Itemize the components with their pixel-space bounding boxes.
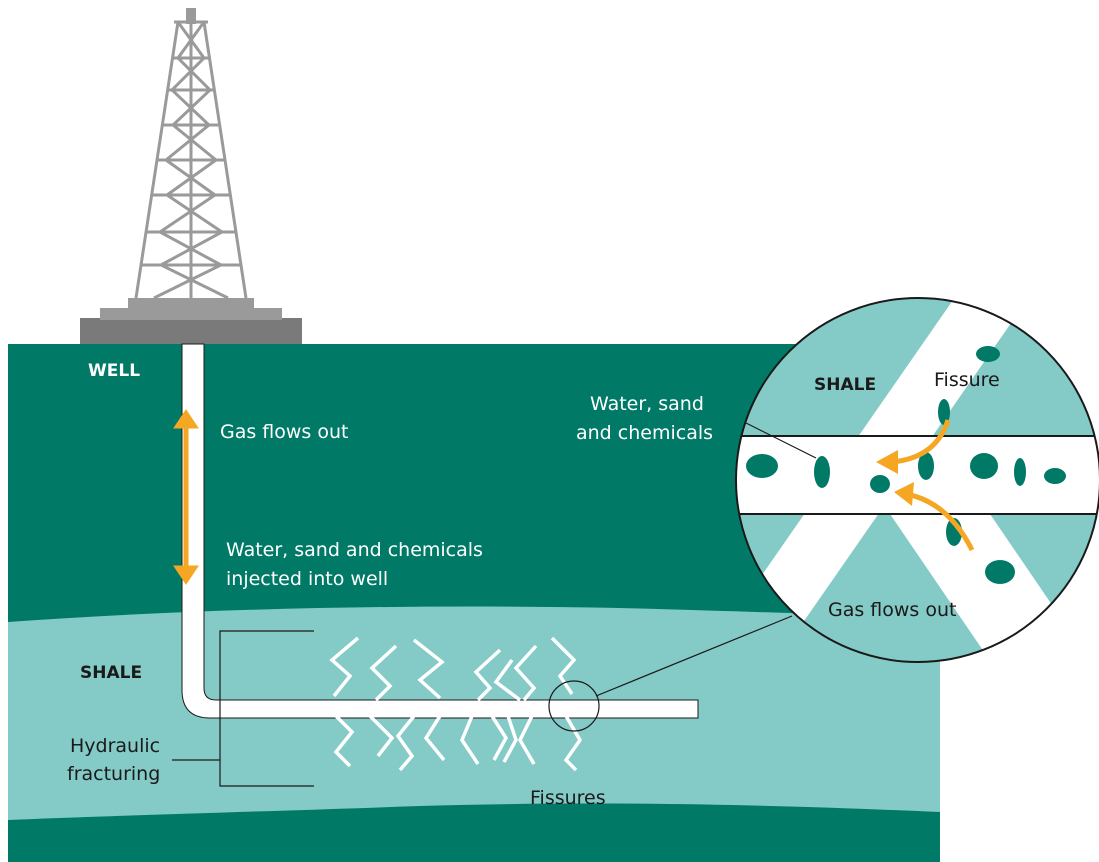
- curved-arrow-icon: [876, 419, 975, 552]
- inset-gas-flows-out-label: Gas flows out: [828, 599, 957, 621]
- callout-circle: [548, 680, 600, 732]
- callout-connector: [595, 615, 793, 697]
- well-label: WELL: [88, 361, 140, 381]
- fissure-crack-icon: [329, 636, 583, 772]
- injected-label-line2: injected into well: [226, 568, 388, 590]
- hydraulic-label-line1: Hydraulic: [70, 735, 160, 757]
- inset-water-label-line2: and chemicals: [576, 422, 713, 444]
- drilling-rig-icon: [80, 8, 302, 344]
- inset-pipe: [736, 436, 1099, 514]
- gas-flows-out-label: Gas flows out: [220, 421, 349, 443]
- fissures-label: Fissures: [530, 787, 606, 809]
- double-arrow-icon: [173, 409, 199, 585]
- gas-particles: [746, 346, 1066, 584]
- shale-label: SHALE: [80, 663, 142, 683]
- hydraulic-bracket: [172, 630, 314, 787]
- inset-water-label-line1: Water, sand: [590, 393, 704, 415]
- well-pipe: [181, 343, 699, 719]
- inset-shale-label: SHALE: [814, 375, 876, 395]
- injected-label-line1: Water, sand and chemicals: [226, 539, 483, 561]
- inset-fissure-label: Fissure: [934, 369, 1000, 391]
- hydraulic-label-line2: fracturing: [67, 763, 160, 785]
